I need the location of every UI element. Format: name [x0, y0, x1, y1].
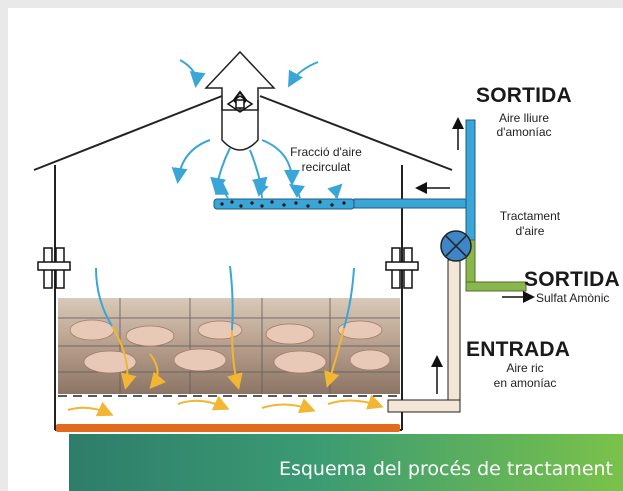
treatment-label-2: d'aire	[515, 224, 545, 238]
caption-banner: Esquema del procés de tractament	[69, 434, 623, 491]
entrada-desc-2: en amoníac	[493, 376, 557, 390]
recirculation-label-2: recirculat	[301, 160, 351, 174]
treatment-ducts	[387, 117, 535, 413]
entrada-desc-1: Aire ric	[506, 361, 544, 375]
sortida-top-title: SORTIDA	[476, 84, 572, 107]
sortida-right-desc: Sulfat Amònic	[536, 291, 610, 305]
fan-icon	[226, 90, 254, 113]
right-wall-vent-icon	[385, 247, 419, 289]
sortida-top-desc-2: d'amoníac	[496, 125, 552, 139]
pig-pen-photo	[58, 298, 400, 397]
entrada-title: ENTRADA	[466, 338, 571, 361]
caption-text: Esquema del procés de tractament	[278, 458, 613, 480]
floor-airflow	[67, 394, 384, 417]
recirculation-outflow-arrows	[214, 180, 343, 199]
recirculation-duct	[213, 198, 467, 210]
left-wall-vent-icon	[37, 247, 71, 289]
sortida-right-title: SORTIDA	[524, 268, 620, 291]
sortida-top-desc-1: Aire lliure	[498, 111, 549, 125]
recirculation-label-1: Fracció d'aire	[290, 145, 362, 159]
treatment-label-1: Tractament	[499, 209, 561, 223]
roof-chimney	[204, 50, 276, 151]
floor-strip	[56, 424, 400, 432]
treatment-valve-icon	[440, 230, 472, 262]
barn-airflow	[95, 265, 355, 390]
